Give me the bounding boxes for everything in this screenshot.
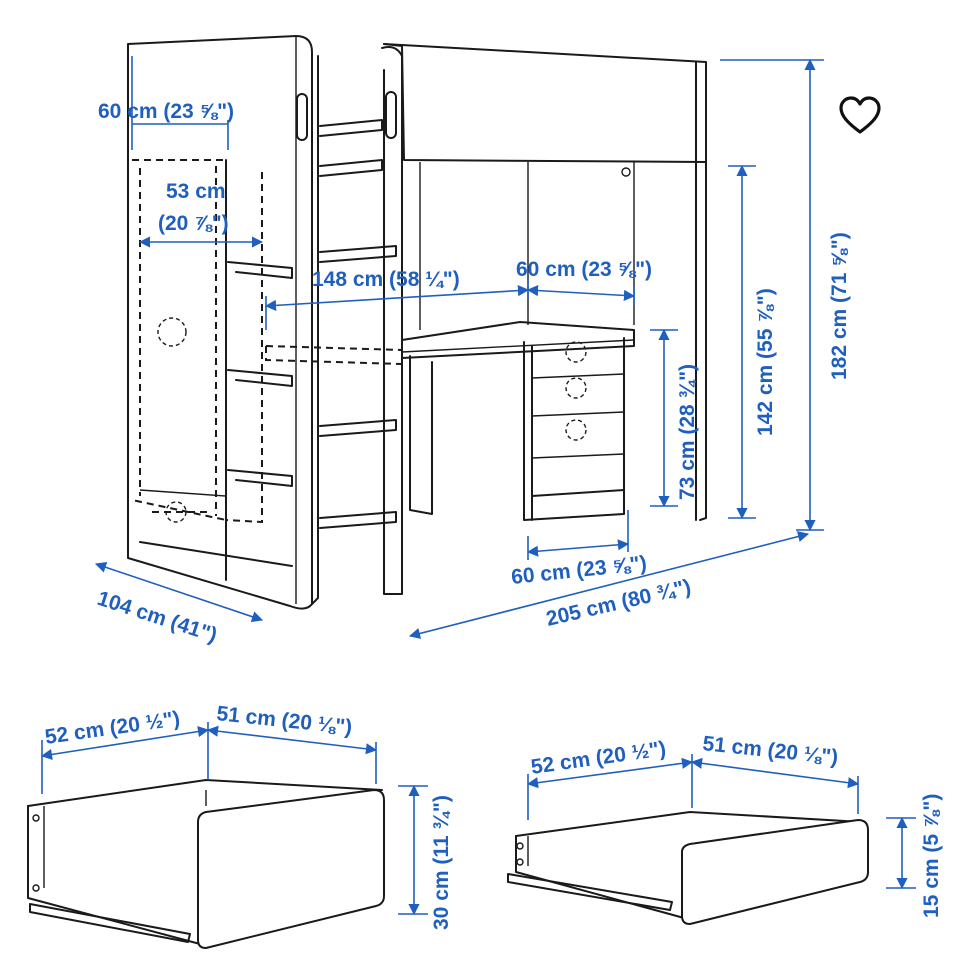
dim-total-height: 182 cm (71 ⅝")	[828, 232, 851, 380]
large-drawer-drawing	[27, 779, 385, 949]
loft-bed-drawing	[127, 35, 707, 610]
bed-dimensions: 60 cm (23 ⅝") 53 cm (20 ⅞") 148 cm (58 ¼…	[94, 56, 851, 647]
small-drawer-height: 15 cm (5 ⅞")	[920, 794, 943, 918]
heart-outline-icon	[839, 96, 881, 134]
dim-drawer-unit-base: 60 cm (23 ⅝")	[510, 552, 648, 589]
dim-depth: 104 cm (41")	[94, 587, 219, 647]
small-drawer-drawing	[507, 811, 869, 925]
dim-under-bed-height: 142 cm (55 ⅞")	[754, 288, 777, 436]
dim-drawer-unit-width: 60 cm (23 ⅝")	[516, 258, 652, 281]
large-drawer-width: 52 cm (20 ½")	[43, 707, 181, 749]
small-drawer-dimensions: 52 cm (20 ½") 51 cm (20 ⅛") 15 cm (5 ⅞")	[526, 732, 943, 918]
dim-desk-height: 73 cm (28 ¾")	[676, 364, 699, 500]
small-drawer-depth: 51 cm (20 ⅛")	[701, 732, 839, 769]
dim-wardrobe-inner-line2: (20 ⅞")	[158, 212, 229, 235]
dim-total-length: 205 cm (80 ¾")	[544, 575, 693, 631]
dim-desk-width: 148 cm (58 ¼")	[312, 268, 460, 291]
large-drawer-height: 30 cm (11 ¾")	[430, 795, 453, 930]
handle-slot-left	[296, 93, 308, 141]
handle-slot-right	[385, 91, 397, 139]
favorite-button[interactable]	[836, 92, 884, 140]
dim-top-left-width: 60 cm (23 ⅝")	[98, 100, 234, 123]
small-drawer-width: 52 cm (20 ½")	[529, 737, 667, 779]
dim-wardrobe-inner-line1: 53 cm	[166, 180, 226, 203]
